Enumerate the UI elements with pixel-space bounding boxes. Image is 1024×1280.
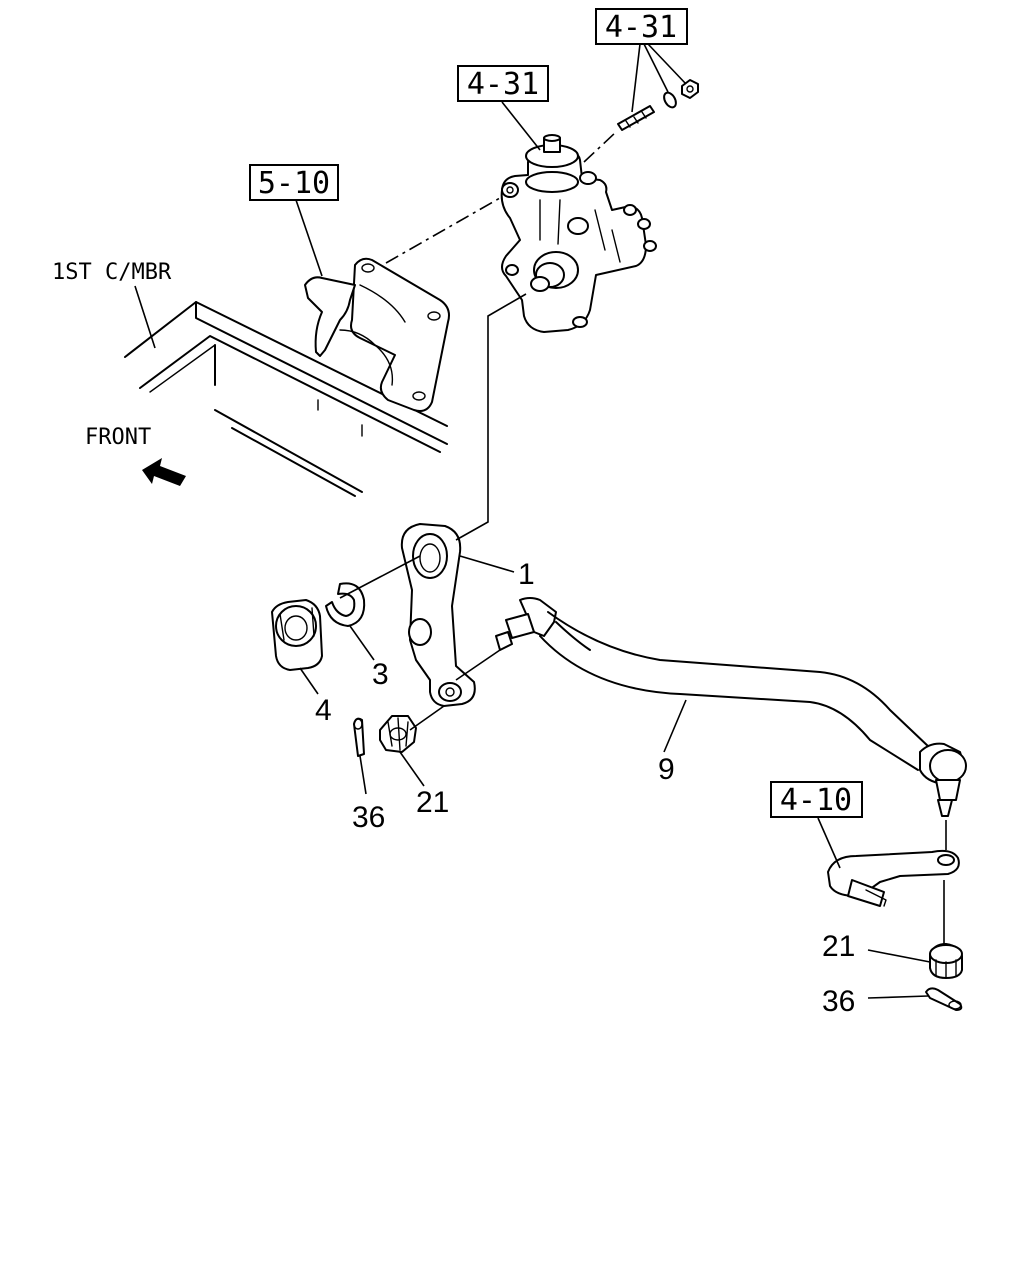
drag-link bbox=[495, 597, 967, 817]
ref-box-bracket: 5-10 bbox=[249, 164, 339, 201]
callout-cotter-pin-lower: 36 bbox=[822, 985, 855, 1018]
callout-cotter-pin-upper: 36 bbox=[352, 801, 385, 834]
svg-text:4-31: 4-31 bbox=[605, 10, 677, 45]
svg-text:4-31: 4-31 bbox=[467, 67, 539, 102]
cross-member-label: 1ST C/MBR bbox=[52, 260, 172, 285]
svg-text:4-10: 4-10 bbox=[780, 783, 852, 818]
svg-text:5-10: 5-10 bbox=[258, 166, 330, 201]
ref-box-gearbox: 4-31 bbox=[457, 65, 549, 102]
callout-lock-washer: 3 bbox=[372, 658, 389, 691]
callout-drag-link: 9 bbox=[658, 753, 675, 786]
callout-castle-nut-upper: 21 bbox=[416, 786, 449, 819]
front-label: FRONT bbox=[85, 425, 151, 450]
steering-gearbox bbox=[500, 134, 657, 333]
ref-box-knuckle-arm: 4-10 bbox=[770, 781, 863, 818]
castle-nut-upper bbox=[379, 715, 417, 753]
knuckle-arm bbox=[827, 849, 960, 907]
callout-castle-nut-lower: 21 bbox=[822, 930, 855, 963]
cotter-pin-lower bbox=[925, 987, 963, 1011]
leader-lines bbox=[134, 43, 947, 999]
ref-box-gearbox-top: 4-31 bbox=[595, 8, 688, 45]
pitman-arm bbox=[400, 523, 476, 707]
cotter-pin-upper bbox=[353, 717, 365, 757]
callout-pitman-arm: 1 bbox=[518, 558, 535, 591]
front-arrow-icon bbox=[142, 458, 186, 486]
mounting-bracket bbox=[304, 257, 450, 412]
lock-washer bbox=[325, 582, 366, 627]
pitman-nut bbox=[271, 599, 323, 671]
cross-member bbox=[124, 301, 448, 497]
castle-nut-lower bbox=[929, 943, 963, 979]
callout-nut: 4 bbox=[315, 694, 332, 727]
gearbox-stud-hardware bbox=[617, 79, 699, 131]
